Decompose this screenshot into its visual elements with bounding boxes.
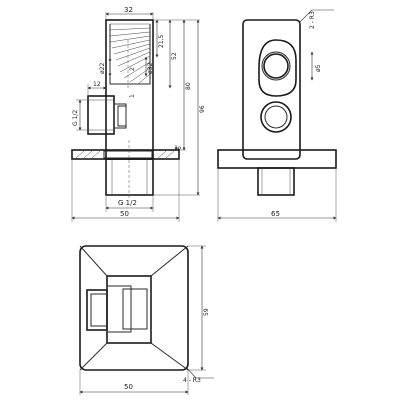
dim-50-plan: 50 — [124, 383, 133, 391]
dim-d32: ø32 — [147, 63, 154, 74]
front-outlet-hole — [264, 105, 288, 129]
dim-50-side: 50 — [120, 210, 129, 218]
side-body-hatching — [109, 23, 151, 85]
side-cavity — [109, 24, 151, 85]
front-hook-ring-inner — [263, 53, 289, 79]
dim-d22: ø22 — [99, 63, 106, 74]
side-bottom-pipe — [105, 158, 154, 196]
dim-4-r3: 4 - R3 — [183, 377, 201, 384]
dim-32: 32 — [124, 6, 133, 14]
dim-g12-side: G 1/2 — [72, 110, 79, 126]
plan-side-fitting — [86, 289, 108, 331]
dim-2: 2 — [129, 67, 136, 71]
front-body-outline — [242, 19, 301, 160]
plan-fitting-collar-inner — [122, 288, 148, 330]
base-insert — [103, 150, 153, 159]
plan-fitting-collar — [106, 285, 132, 333]
front-outlet-ring — [260, 101, 292, 133]
dim-12: 12 — [93, 81, 101, 88]
dim-2-r3: 2 - R3 — [309, 11, 316, 29]
dim-1: 1 — [129, 94, 136, 98]
side-fitting-seal — [117, 105, 127, 127]
plan-view: 59 50 4 - R3 — [79, 245, 214, 395]
dim-52: 52 — [171, 52, 178, 60]
dim-80: 80 — [185, 82, 192, 90]
dim-6: 6 — [176, 146, 183, 150]
base-flange-hatching — [75, 150, 175, 159]
dim-21-5: 21,5 — [158, 34, 165, 48]
dim-65: 65 — [271, 210, 280, 218]
plan-side-fitting-inner — [90, 293, 108, 327]
front-hook-ring — [261, 51, 291, 81]
side-fitting-neck — [113, 103, 127, 129]
front-view: 2 - R3 ø5 65 — [217, 9, 337, 222]
dim-d5: ø5 — [315, 64, 322, 72]
side-fitting-body — [87, 95, 115, 135]
side-section-view: 32 21,5 52 80 96 6 ø32 ø22 2 1 12 G 1/2 — [71, 6, 206, 222]
front-hook-holder — [258, 39, 297, 97]
dim-96: 96 — [199, 105, 206, 113]
plan-base-plate — [79, 245, 189, 371]
dim-59: 59 — [203, 308, 210, 316]
front-bottom-pipe — [257, 167, 295, 196]
dim-g12-bottom: G 1/2 — [118, 199, 137, 207]
